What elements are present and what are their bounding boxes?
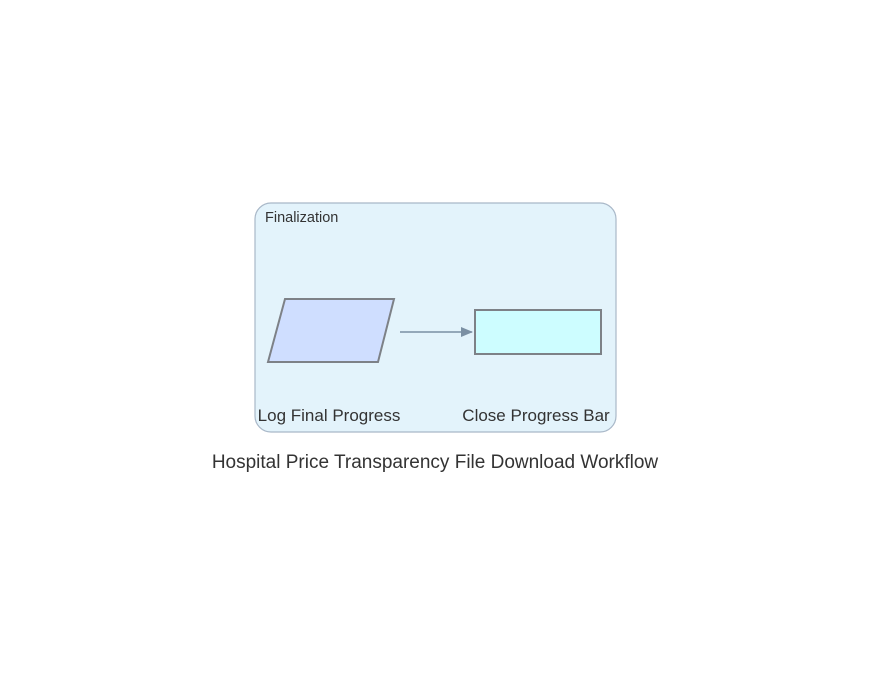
node-close-progress-bar	[474, 309, 602, 355]
diagram-title: Hospital Price Transparency File Downloa…	[212, 452, 659, 473]
node-log-final-progress	[266, 298, 396, 363]
cluster-label: Finalization	[265, 210, 338, 226]
cluster-finalization	[254, 202, 617, 433]
node-label-log-final-progress: Log Final Progress	[258, 406, 401, 425]
node-label-close-progress-bar: Close Progress Bar	[462, 406, 610, 425]
